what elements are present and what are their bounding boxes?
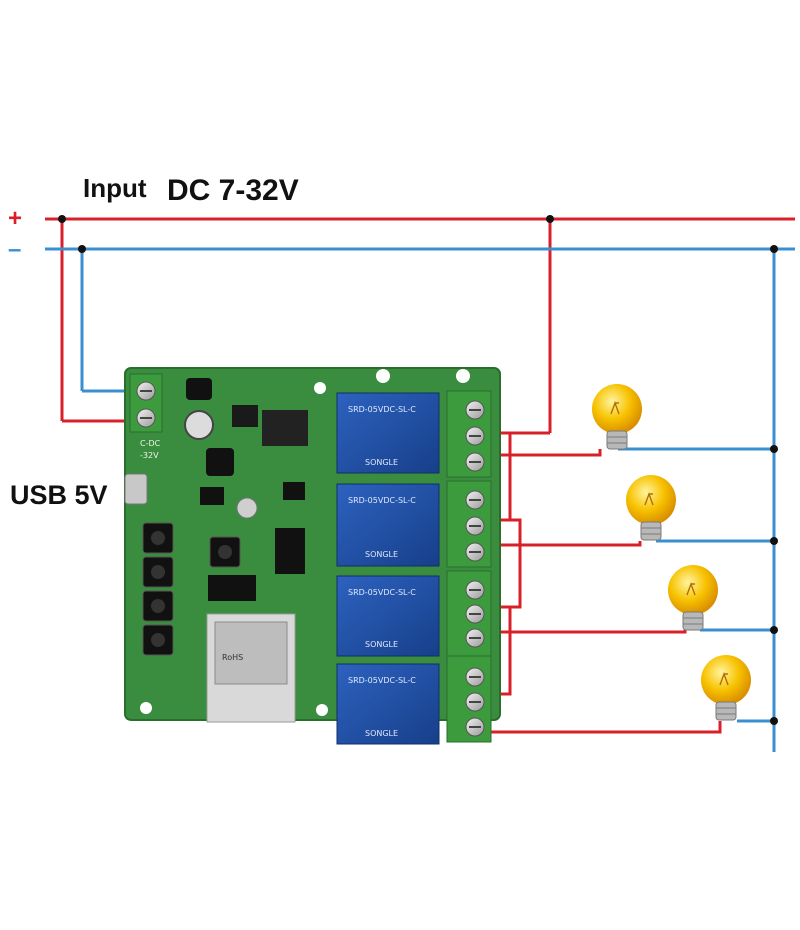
module-label: RoHS	[222, 653, 243, 662]
mounting-hole	[314, 382, 326, 394]
relay-2-brand: SONGLE	[365, 550, 398, 559]
relay-1-label: SRD-05VDC-SL-C	[348, 405, 416, 414]
transistor	[283, 482, 305, 500]
positive-rail	[45, 215, 795, 435]
mounting-hole	[456, 369, 470, 383]
relay-4: SRD-05VDC-SL-C SONGLE	[336, 663, 440, 745]
relay-4-brand: SONGLE	[365, 729, 398, 738]
input-label: Input	[83, 173, 147, 203]
relay-4-label: SRD-05VDC-SL-C	[348, 676, 416, 685]
inductor	[186, 378, 212, 400]
usb-label: USB 5V	[10, 480, 108, 510]
bulb-1	[592, 384, 642, 450]
crystal	[236, 497, 258, 519]
silk-cdc: C-DC	[140, 439, 161, 448]
relay-3-label: SRD-05VDC-SL-C	[348, 588, 416, 597]
junction-dot	[770, 245, 778, 253]
input-voltage-label: DC 7-32V	[167, 174, 299, 207]
ic-chip	[232, 405, 258, 427]
plus-label: +	[8, 205, 22, 232]
inductor-2	[206, 448, 234, 476]
terminal-block-4	[446, 655, 492, 743]
bulb-2	[626, 475, 676, 541]
rf-module	[262, 410, 308, 446]
terminal-block-2	[446, 480, 492, 568]
silk-32v: -32V	[140, 451, 159, 460]
bulb-4	[701, 655, 751, 721]
ic-logic	[208, 575, 256, 601]
capacitor	[184, 410, 214, 440]
junction-dot	[58, 215, 66, 223]
relay-board: C-DC -32V Ro	[124, 367, 501, 723]
mounting-hole	[376, 369, 390, 383]
mounting-hole	[140, 702, 152, 714]
wifi-module: RoHS	[206, 613, 296, 723]
relay-1-brand: SONGLE	[365, 458, 398, 467]
micro-usb-port	[124, 473, 148, 505]
relay-3-brand: SONGLE	[365, 640, 398, 649]
relay-2-label: SRD-05VDC-SL-C	[348, 496, 416, 505]
terminal-block-1	[446, 390, 492, 478]
button-group	[142, 522, 241, 656]
relay-1: SRD-05VDC-SL-C SONGLE	[336, 392, 440, 474]
ic-driver	[275, 528, 305, 574]
power-terminal	[129, 373, 163, 433]
minus-label: –	[8, 236, 21, 263]
mounting-hole	[316, 704, 328, 716]
relay-3: SRD-05VDC-SL-C SONGLE	[336, 575, 440, 657]
bulb-return-wires	[618, 445, 778, 725]
terminal-block-3	[446, 570, 492, 658]
relay-2: SRD-05VDC-SL-C SONGLE	[336, 483, 440, 567]
regulator	[200, 487, 224, 505]
bulb-3	[668, 565, 718, 631]
junction-dot	[78, 245, 86, 253]
junction-dot	[546, 215, 554, 223]
